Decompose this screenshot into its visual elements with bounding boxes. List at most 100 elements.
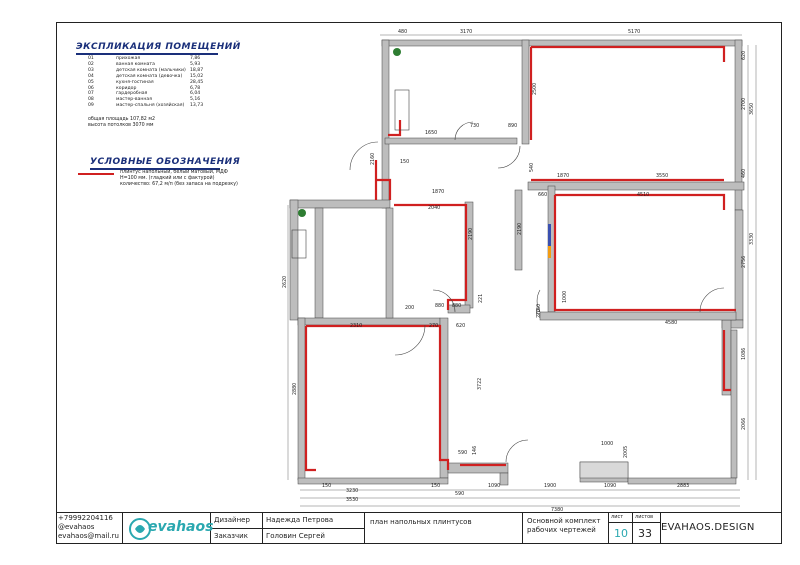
tb-divider	[608, 512, 609, 544]
dimension-label: 3722	[477, 378, 483, 390]
dimension-label: 1870	[557, 173, 569, 179]
dimension-label: 270	[536, 309, 542, 318]
dimension-label: 150	[400, 159, 409, 165]
dimension-label: 150	[322, 483, 331, 489]
baseboard-lines	[304, 45, 736, 472]
title-block	[56, 512, 782, 545]
dimension-label: 2500	[532, 83, 538, 95]
dimension-label: 2066	[741, 418, 747, 430]
door-swings	[349, 121, 725, 463]
set-line-1: Основной комплект	[527, 517, 601, 525]
legend-title: УСЛОВНЫЕ ОБОЗНАЧЕНИЯ	[90, 157, 241, 167]
dimension-label: 1086	[741, 348, 747, 360]
dimension-label: 1090	[604, 483, 616, 489]
dimension-label: 3330	[749, 233, 755, 245]
dimension-label: 590	[455, 491, 464, 497]
dimension-label: 590	[458, 450, 467, 456]
contact-phone[interactable]: +79992204116	[58, 514, 113, 522]
walls	[289, 39, 745, 486]
room-area: 28,45	[190, 79, 204, 85]
dimension-label: 2310	[350, 323, 362, 329]
room-area: 6,78	[190, 85, 201, 91]
dimension-label: 890	[508, 123, 517, 129]
dimension-label: 7380	[551, 507, 563, 513]
room-area: 13,73	[190, 103, 204, 109]
contact-instagram[interactable]: @evahaos	[58, 523, 95, 531]
room-area: 18,87	[190, 67, 204, 73]
tb-divider	[608, 522, 660, 523]
dimension-label: 200	[405, 305, 414, 311]
dimension-label: 146	[472, 446, 478, 455]
contact-email[interactable]: evahaos@mail.ru	[58, 532, 119, 540]
brand-name: EVAHAOS.DESIGN	[661, 522, 755, 533]
dimension-lines	[287, 34, 757, 507]
room-area: 6,04	[190, 91, 201, 97]
dimension-label: 3230	[346, 488, 358, 494]
room-name: коридор	[116, 85, 137, 91]
legend-line-3: количество: 67,2 м/п (без запаса на подр…	[120, 182, 238, 187]
dimension-label: 3650	[749, 103, 755, 115]
room-area: 5,16	[190, 97, 201, 103]
dimension-label: 3170	[460, 29, 472, 35]
sheet-label: лист	[611, 514, 624, 520]
dimension-label: 2756	[741, 256, 747, 268]
dimension-label: 2750	[536, 304, 542, 316]
dimension-label: 221	[478, 294, 484, 303]
room-name: прихожая	[116, 56, 141, 61]
room-num: 02	[88, 61, 94, 67]
client-label: Заказчик	[214, 532, 248, 540]
tb-divider	[522, 512, 523, 544]
dimension-label: 1870	[432, 189, 444, 195]
tb-divider	[660, 512, 661, 544]
legend-line-1: плинтус напольный, белый матовый, МДФ	[120, 170, 228, 175]
dimension-label: 4580	[665, 320, 677, 326]
fixtures	[291, 48, 629, 479]
dimension-label: 2160	[370, 153, 376, 165]
room-num: 04	[88, 73, 94, 79]
sheets-total: 33	[638, 527, 652, 540]
room-num: 08	[88, 97, 94, 103]
dimension-label: 3530	[346, 497, 358, 503]
dimension-label: 150	[431, 483, 440, 489]
set-line-2: рабочих чертежей	[527, 526, 596, 534]
sheet-frame	[56, 22, 782, 544]
dimension-label: 730	[470, 123, 479, 129]
tb-divider	[210, 528, 364, 529]
dimension-label: 880	[435, 303, 444, 309]
tb-divider	[122, 512, 123, 544]
dimension-label: 2883	[677, 483, 689, 489]
total-area: общая площадь 107,82 м2	[88, 117, 156, 122]
explication-title: ЭКСПЛИКАЦИЯ ПОМЕЩЕНИЙ	[76, 42, 241, 52]
client-name: Головин Сергей	[266, 532, 325, 540]
dimension-label: 2700	[741, 98, 747, 110]
dimension-label: 1000	[601, 441, 613, 447]
dimension-label: 2190	[468, 228, 474, 240]
dimension-label: 2190	[517, 223, 523, 235]
dimension-label: 620	[456, 323, 465, 329]
dimension-label: 5170	[628, 29, 640, 35]
sheet-title: план напольных плинтусов	[370, 518, 472, 526]
dimension-label: 540	[529, 163, 535, 172]
room-name: кухня-гостиная	[116, 79, 154, 85]
room-area: 15,02	[190, 73, 204, 79]
dimension-label: 880	[452, 303, 461, 309]
dimension-label: 1000	[562, 291, 568, 303]
tb-divider	[364, 512, 365, 544]
dimension-label: 660	[538, 192, 547, 198]
designer-label: Дизайнер	[214, 516, 250, 524]
dimension-label: 1650	[425, 130, 437, 136]
designer-name: Надежда Петрова	[266, 516, 334, 524]
room-num: 09	[88, 103, 94, 109]
ceiling-height: высота потолков 3070 мм	[88, 123, 154, 128]
room-num: 03	[88, 67, 94, 73]
